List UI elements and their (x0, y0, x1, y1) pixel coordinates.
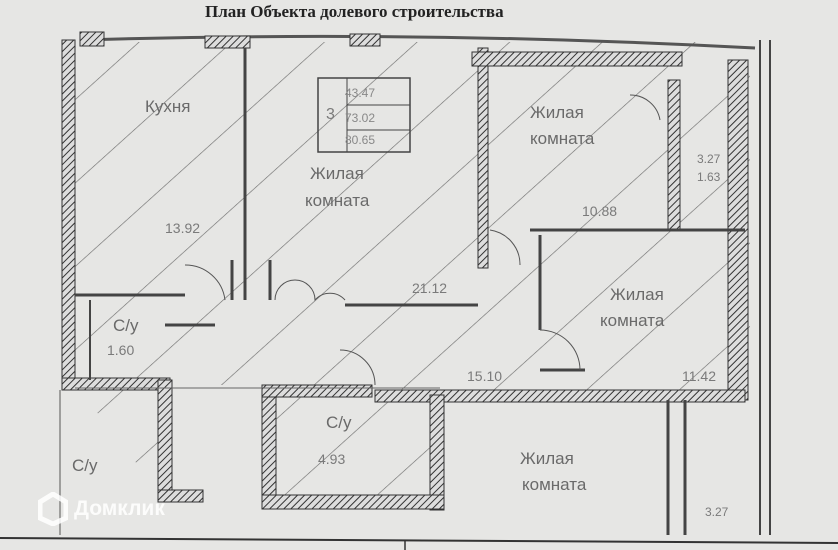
bath2-area: 4.93 (318, 451, 346, 467)
living-area: 43.47 (345, 86, 376, 100)
bath2-label: С/у (326, 413, 352, 432)
total-area: 73.02 (345, 111, 376, 125)
room1-area: 21.12 (412, 280, 448, 296)
room2-label-1: Жилая (530, 103, 584, 122)
neighbor-room-label-1: Жилая (520, 449, 574, 468)
loggia-area-1: 3.27 (697, 152, 721, 166)
bath1-label: С/у (113, 316, 139, 335)
kitchen-area: 13.92 (165, 220, 201, 236)
corridor-area: 15.10 (467, 368, 503, 384)
summary-areas: 43.47 73.02 80.65 (345, 82, 375, 151)
total-area-balcony: 80.65 (345, 133, 376, 147)
kitchen-label: Кухня (145, 97, 191, 116)
neighbor-room-label-2: комната (522, 475, 587, 494)
neighbor-bath-label: С/у (72, 456, 98, 475)
plan-title: План Объекта долевого строительства (205, 2, 504, 21)
room2-label-2: комната (530, 129, 595, 148)
room1-label-2: комната (305, 191, 370, 210)
room2-area: 10.88 (582, 203, 618, 219)
loggia-area-2: 1.63 (697, 170, 721, 184)
watermark-text: Домклик (74, 497, 165, 520)
bath1-area: 1.60 (107, 342, 135, 358)
neighbor-area: 3.27 (705, 505, 729, 519)
floor-hatch (72, 42, 750, 500)
room3-label-1: Жилая (610, 285, 664, 304)
room3-area: 11.42 (682, 368, 716, 384)
rooms-count: 3 (326, 106, 335, 123)
watermark: Домклик (38, 492, 165, 526)
room3-label-2: комната (600, 311, 665, 330)
domclick-logo-icon (38, 492, 68, 526)
room1-label-1: Жилая (310, 164, 364, 183)
